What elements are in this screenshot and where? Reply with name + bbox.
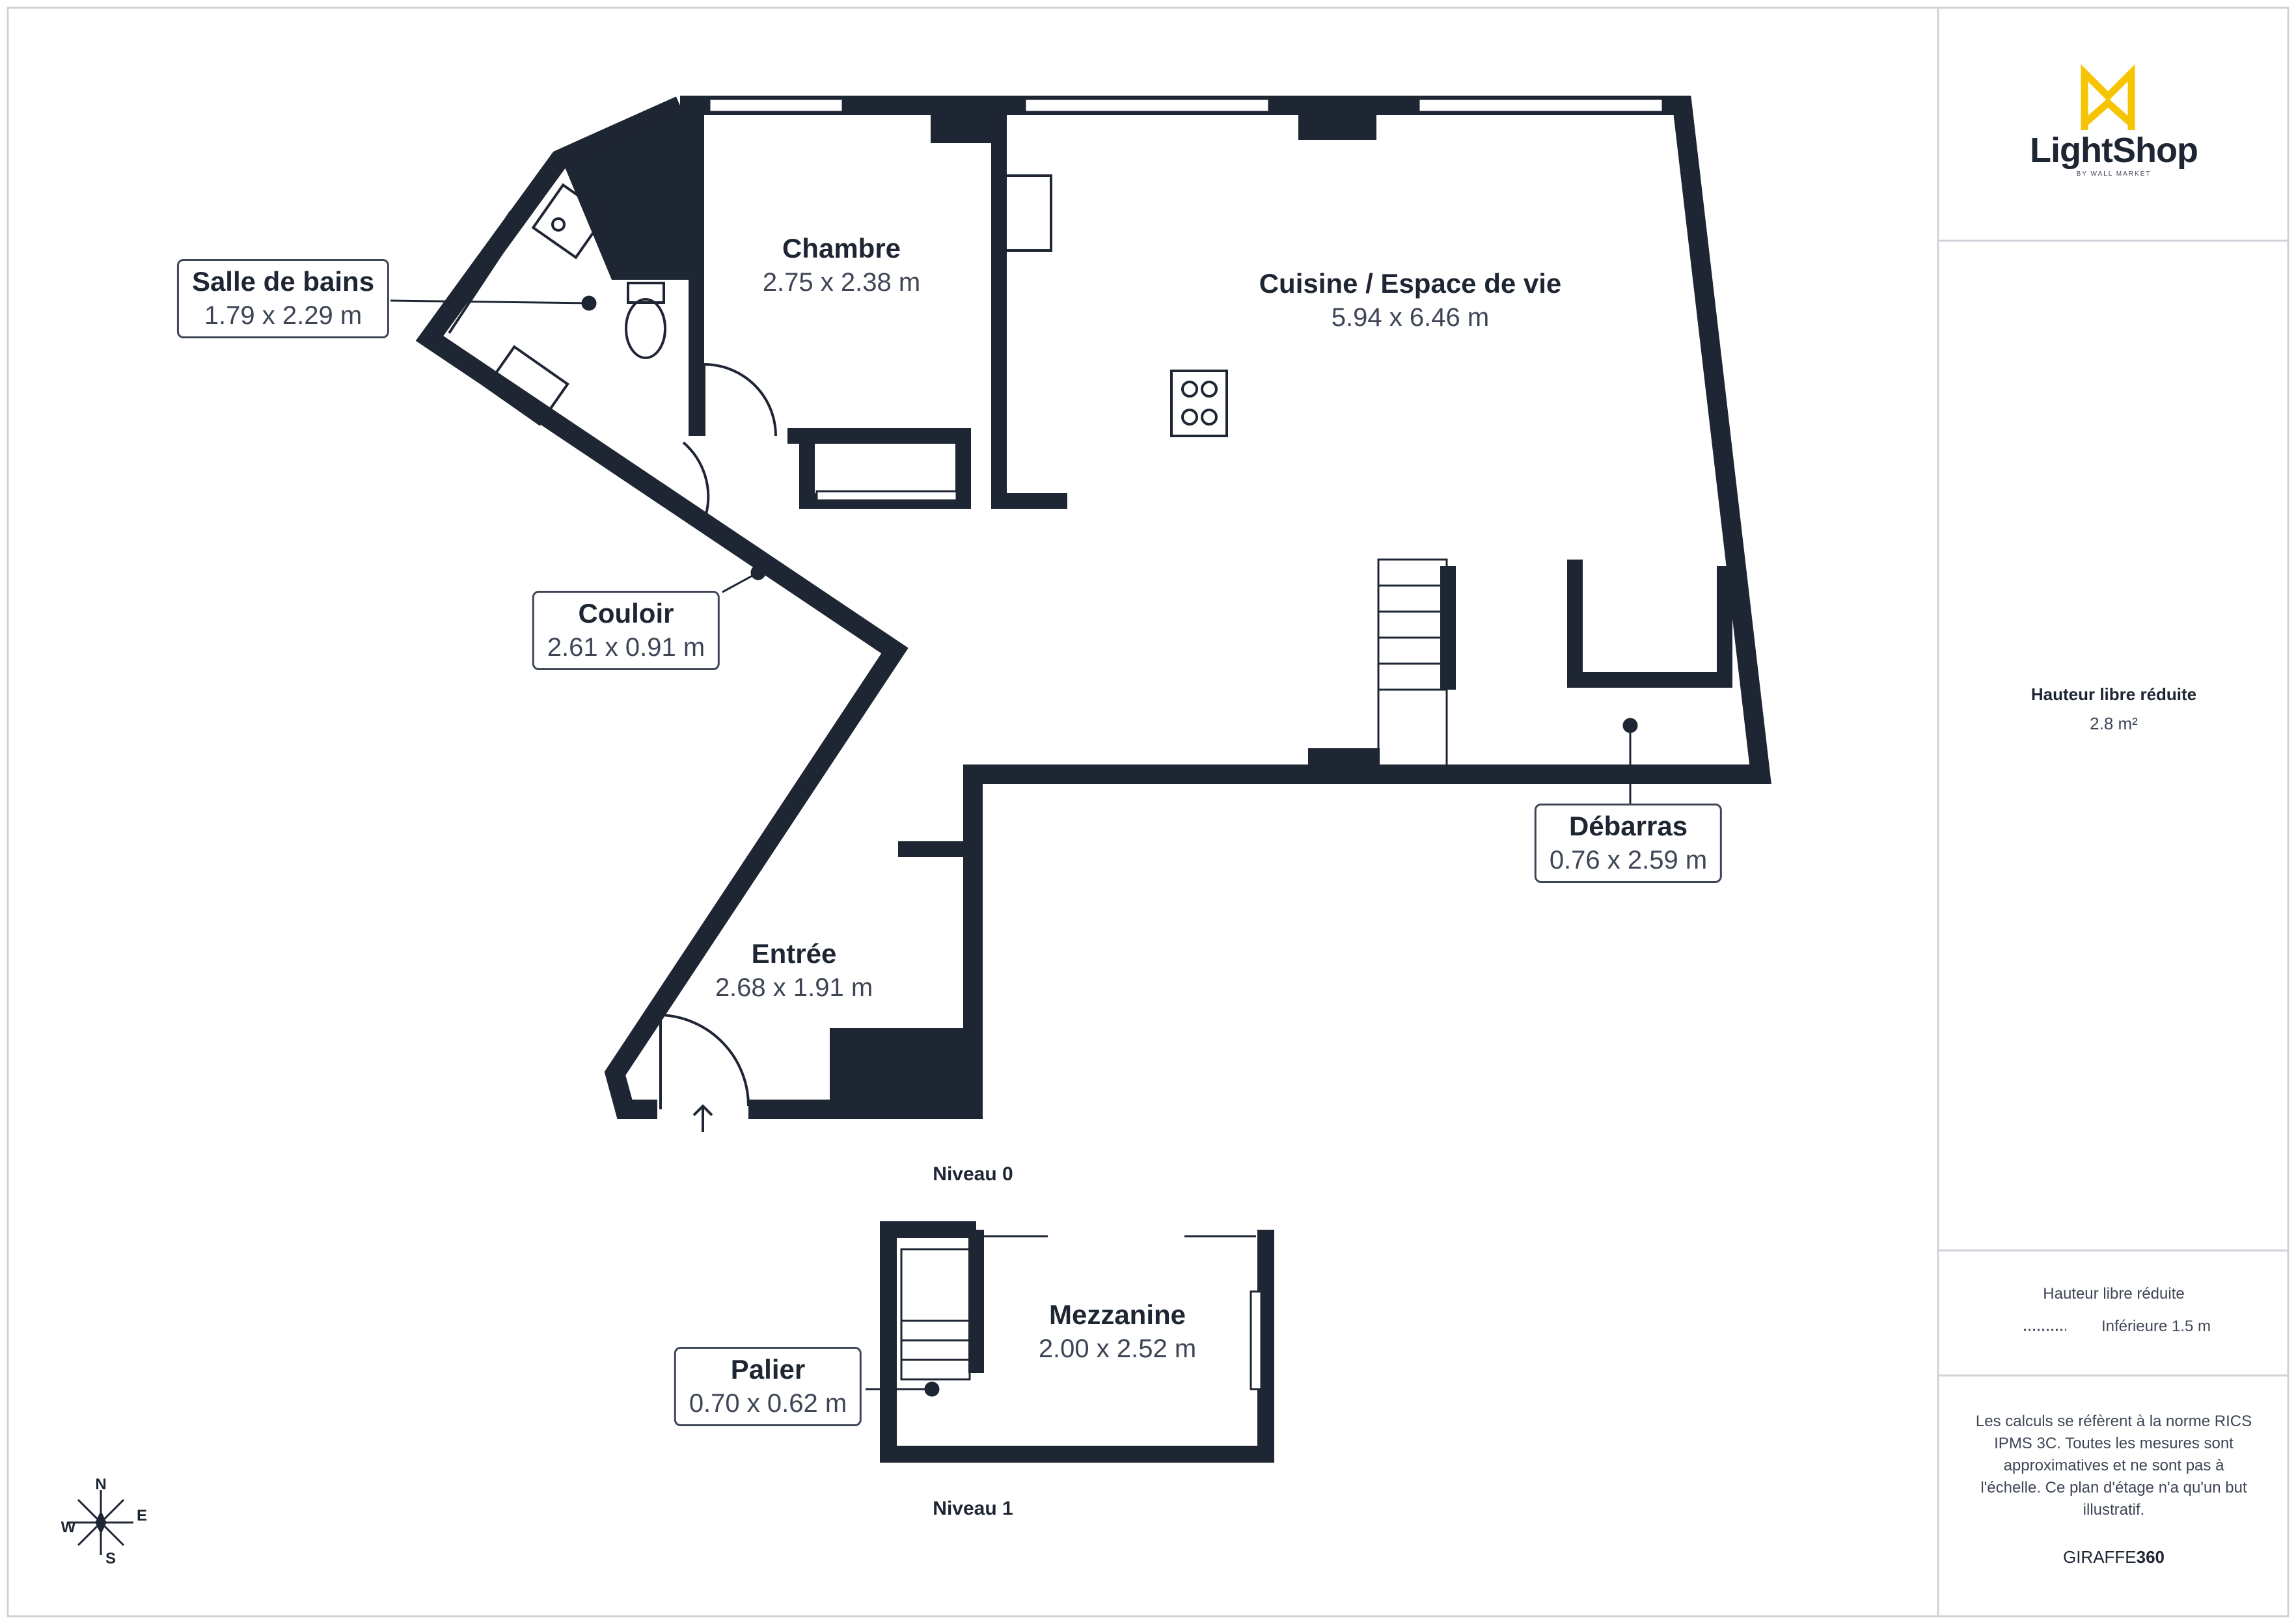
room-name: Mezzanine — [1048, 1299, 1186, 1330]
room-dimensions: 2.61 x 0.91 m — [547, 633, 705, 662]
footer-brand-suffix: 360 — [2136, 1547, 2165, 1567]
leader-dot — [1622, 718, 1638, 733]
bath-sink — [531, 183, 608, 260]
mezzanine-stairs — [900, 1248, 971, 1381]
burner — [1181, 381, 1198, 398]
compass-icon — [68, 1490, 133, 1555]
room-label-debarras: Débarras 0.76 x 2.59 m — [1534, 804, 1723, 883]
room-label-palier: Palier 0.70 x 0.62 m — [674, 1347, 862, 1426]
lightshop-logo: LightShop BY WALL MARKET — [1938, 130, 2289, 178]
room-label-cuisine: Cuisine / Espace de vie 5.94 x 6.46 m — [1259, 267, 1562, 334]
compass-north: N — [95, 1476, 107, 1493]
window — [1024, 98, 1270, 113]
kitchen-step-block — [1308, 748, 1380, 774]
logo-subtitle: BY WALL MARKET — [2076, 170, 2152, 178]
room-dimensions: 2.75 x 2.38 m — [762, 268, 921, 297]
room-name: Cuisine / Espace de vie — [1259, 268, 1562, 299]
compass-west: W — [61, 1519, 76, 1536]
chimney-block — [1298, 114, 1376, 140]
note-line: illustratif. — [2083, 1501, 2145, 1519]
burner — [1181, 409, 1198, 426]
note-line: approximatives et ne sont pas à — [2003, 1457, 2224, 1474]
room-dimensions: 5.94 x 6.46 m — [1331, 303, 1490, 332]
kitchen-sink — [1004, 174, 1052, 252]
logo-text: LightShop — [2030, 131, 2198, 170]
footer-brand: GIRAFFE360 — [1938, 1547, 2289, 1567]
entry-arrow — [692, 1104, 713, 1132]
reduced-height-value: 2.8 m² — [2090, 714, 2138, 733]
sidebar-legend: Hauteur libre réduite Inférieure 1.5 m — [1938, 1285, 2289, 1336]
level-1-plan — [866, 1221, 1274, 1463]
entree-block — [830, 1028, 973, 1109]
bath-sink-drain — [551, 217, 566, 232]
room-label-couloir: Couloir 2.61 x 0.91 m — [532, 591, 720, 670]
mezzanine-wall — [880, 1221, 1274, 1463]
leader-line — [390, 299, 590, 304]
debarras-wall-2 — [1567, 560, 1732, 688]
level-0-label: Niveau 0 — [933, 1163, 1013, 1185]
bath-door — [703, 363, 777, 437]
toilet-bowl — [625, 298, 666, 359]
shower-tray — [484, 345, 569, 426]
burner — [1201, 381, 1218, 398]
room-dimensions: 0.70 x 0.62 m — [689, 1389, 847, 1418]
sidebar-note: Les calculs se réfèrent à la norme RICS … — [1938, 1411, 2289, 1521]
room-name: Palier — [730, 1354, 806, 1385]
bath-window — [435, 210, 525, 334]
window — [1417, 98, 1664, 113]
note-line: Les calculs se réfèrent à la norme RICS — [1975, 1413, 2252, 1430]
sheet-border — [7, 7, 2289, 1617]
window — [708, 98, 844, 113]
note-line: IPMS 3C. Toutes les mesures sont — [1994, 1435, 2234, 1452]
reduced-height-title: Hauteur libre réduite — [2030, 684, 2197, 704]
room-dimensions: 2.00 x 2.52 m — [1038, 1334, 1197, 1363]
stair-treads — [1378, 584, 1447, 691]
mezzanine-window — [1250, 1290, 1263, 1390]
toilet-tank — [627, 282, 665, 304]
level-1-label: Niveau 1 — [933, 1498, 1013, 1519]
compass-south: S — [105, 1550, 116, 1567]
legend-title: Hauteur libre réduite — [2043, 1285, 2185, 1303]
room-name: Salle de bains — [191, 266, 375, 297]
column-block — [931, 114, 999, 143]
legend-item-label: Inférieure 1.5 m — [2101, 1318, 2211, 1335]
chambre-bottom-wall — [787, 428, 971, 509]
room-label-mezzanine: Mezzanine 2.00 x 2.52 m — [1039, 1298, 1196, 1366]
room-name: Débarras — [1568, 811, 1688, 841]
room-dimensions: 0.76 x 2.59 m — [1549, 846, 1708, 874]
cooktop — [1170, 370, 1228, 437]
room-label-chambre: Chambre 2.75 x 2.38 m — [763, 232, 920, 299]
stair-treads — [901, 1320, 970, 1361]
room-name: Chambre — [782, 233, 901, 264]
sidebar-reduced-height: Hauteur libre réduite 2.8 m² — [1938, 684, 2289, 734]
couloir-door — [682, 441, 710, 515]
leader-dot — [924, 1381, 940, 1397]
room-label-entree: Entrée 2.68 x 1.91 m — [715, 937, 873, 1005]
leader-dot — [581, 295, 597, 311]
compass-east: E — [136, 1507, 148, 1524]
chambre-kitchen-wall — [991, 114, 1067, 509]
burner — [1201, 409, 1218, 426]
legend-item: Inférieure 1.5 m — [1938, 1318, 2289, 1336]
room-dimensions: 2.68 x 1.91 m — [715, 973, 873, 1002]
room-label-salle-de-bains: Salle de bains 1.79 x 2.29 m — [176, 259, 390, 338]
window — [815, 490, 958, 502]
lightshop-logo-icon — [2081, 64, 2135, 130]
room-name: Entrée — [751, 938, 837, 969]
room-name: Couloir — [578, 598, 674, 629]
leader-dot — [750, 565, 766, 580]
note-line: l'échelle. Ce plan d'étage n'a qu'un but — [1980, 1479, 2247, 1496]
exterior-wall-left — [415, 96, 909, 1119]
level-0-plan — [390, 96, 1771, 1132]
room-dimensions: 1.79 x 2.29 m — [204, 301, 362, 330]
footer-brand-prefix: GIRAFFE — [2062, 1547, 2137, 1567]
bath-corner-block — [563, 107, 696, 280]
entree-door — [659, 1014, 750, 1109]
